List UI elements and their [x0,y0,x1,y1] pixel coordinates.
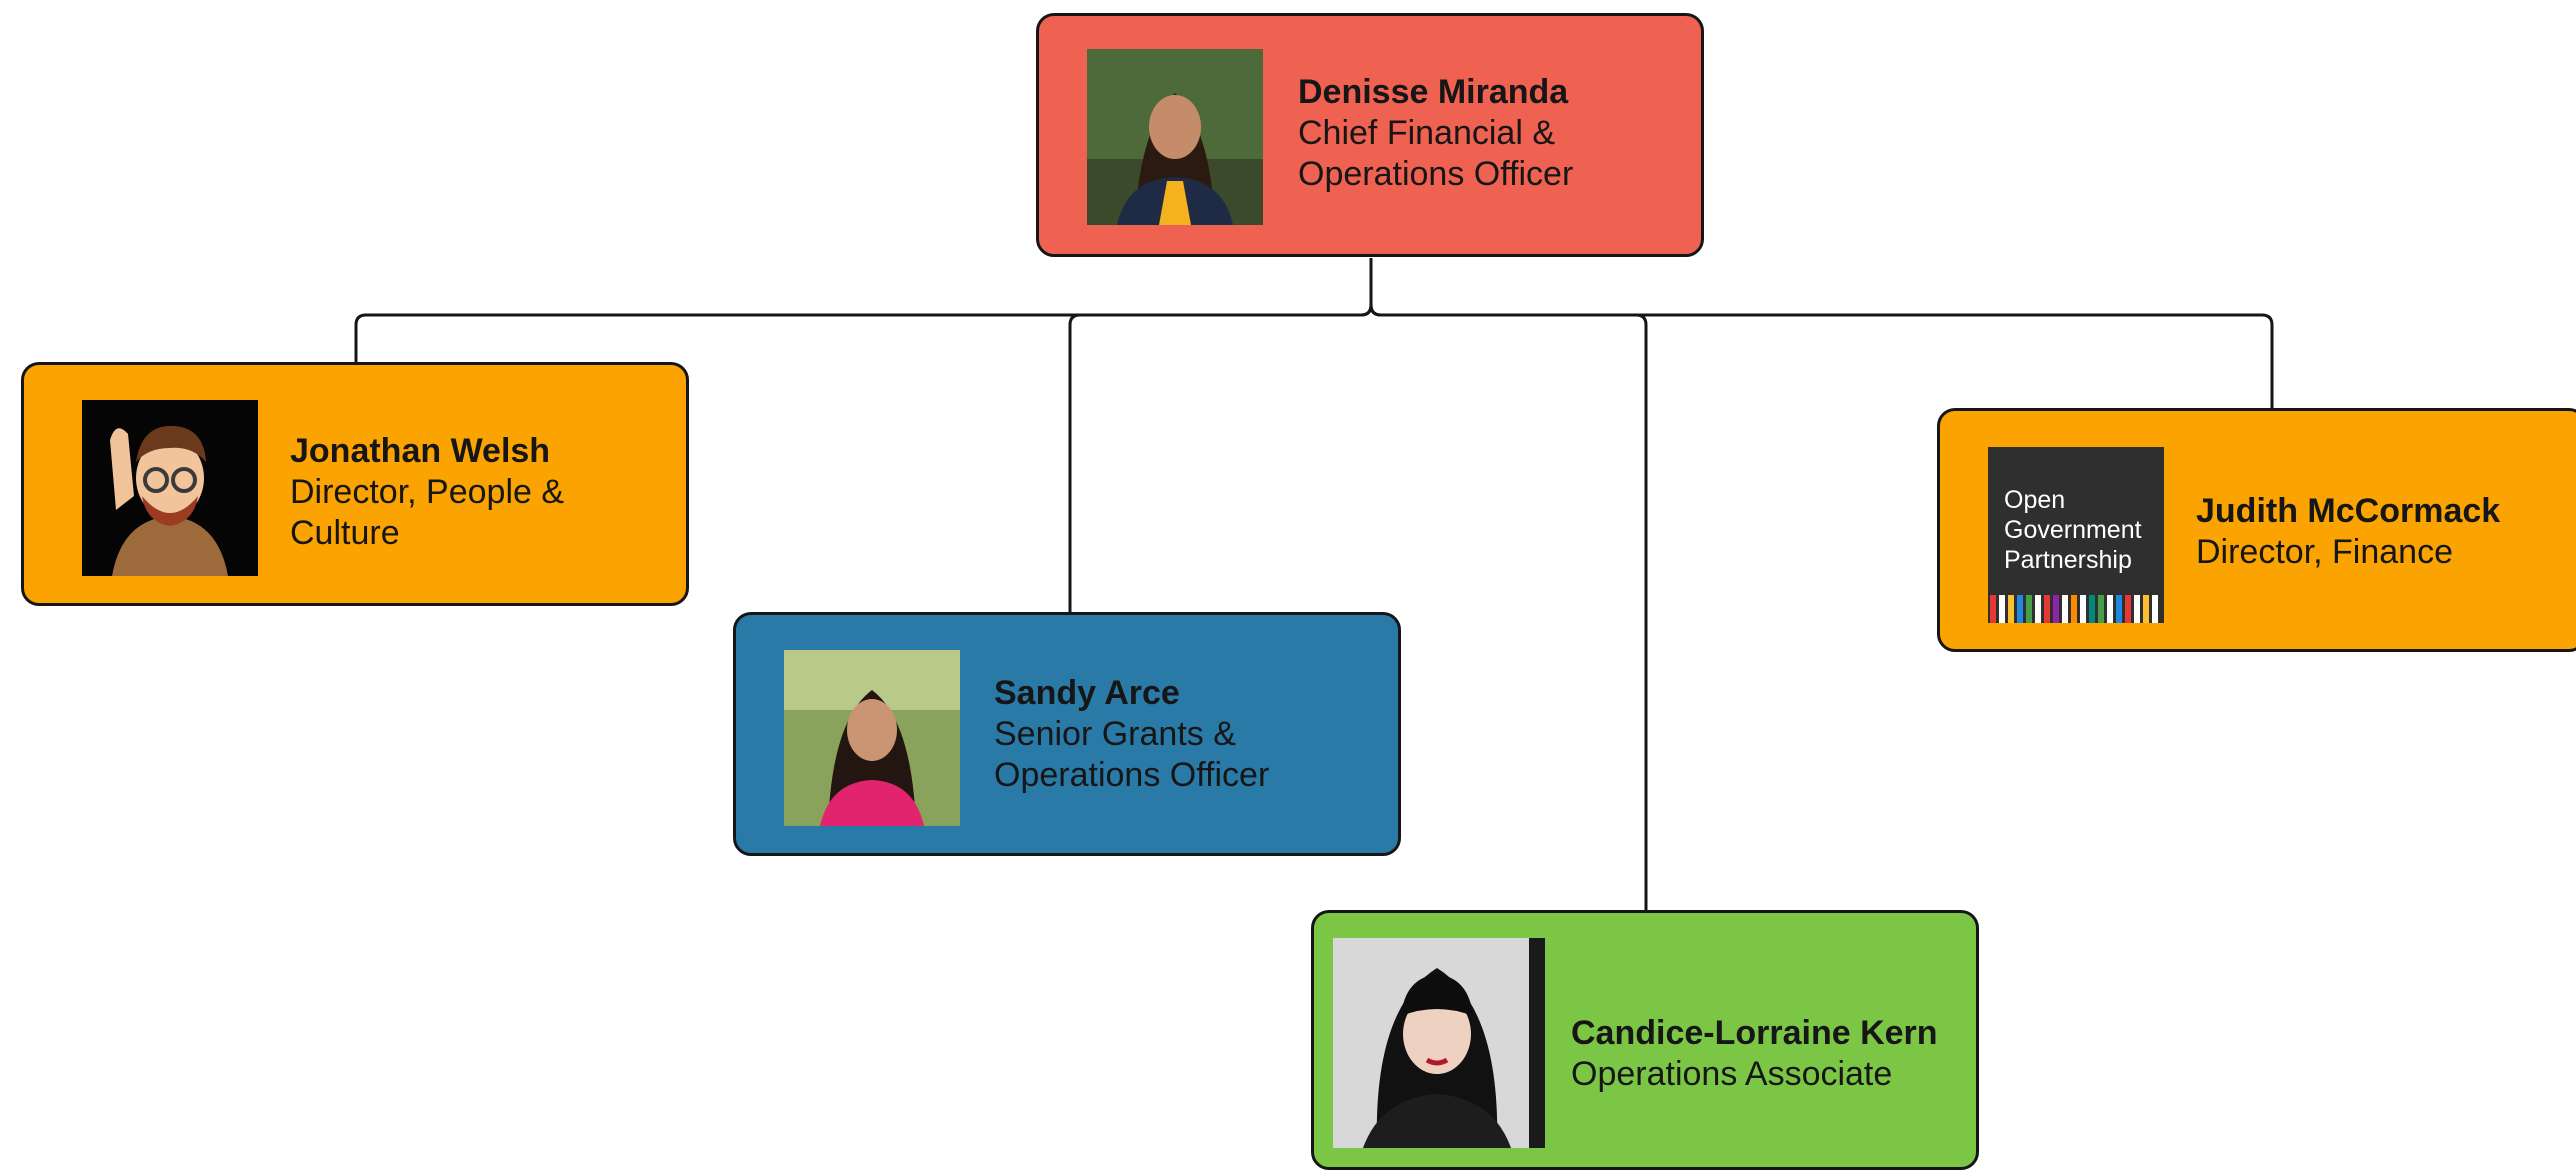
person-title-line: Director, People & [290,473,565,511]
connector-sandy [1068,304,1373,612]
person-title-line: Culture [290,514,400,552]
person-title-line: Operations Officer [1298,155,1574,193]
logo-line: Government [2004,516,2142,544]
card-candice-lorraine-kern[interactable]: Candice-Lorraine Kern Operations Associa… [1311,910,1979,1170]
logo-line: Open [2004,486,2066,514]
person-name: Sandy Arce [994,674,1180,712]
ogp-logo: Open Government Partnership [1988,447,2164,623]
card-sandy-arce[interactable]: Sandy Arce Senior Grants & Operations Of… [733,612,1401,856]
person-title-line: Chief Financial & [1298,114,1556,152]
person-title-line: Senior Grants & [994,715,1236,753]
person-name: Judith McCormack [2196,492,2501,530]
card-denisse-miranda[interactable]: Denisse Miranda Chief Financial & Operat… [1036,13,1704,257]
person-title-line: Director, Finance [2196,533,2453,571]
connector-candice [1369,304,1648,910]
person-title-line: Operations Officer [994,756,1270,794]
person-title-line: Operations Associate [1571,1055,1893,1093]
connector-judith [1369,304,2274,408]
card-jonathan-welsh[interactable]: Jonathan Welsh Director, People & Cultur… [21,362,689,606]
card-judith-mccormack[interactable]: Open Government Partnership [1937,408,2576,652]
denisse-photo [1087,49,1263,225]
person-name: Candice-Lorraine Kern [1571,1014,1938,1052]
jonathan-avatar [82,400,258,576]
candice-photo [1333,938,1545,1148]
sandy-photo [784,650,960,826]
logo-line: Partnership [2004,546,2132,574]
person-name: Jonathan Welsh [290,432,551,470]
person-name: Denisse Miranda [1298,73,1569,111]
